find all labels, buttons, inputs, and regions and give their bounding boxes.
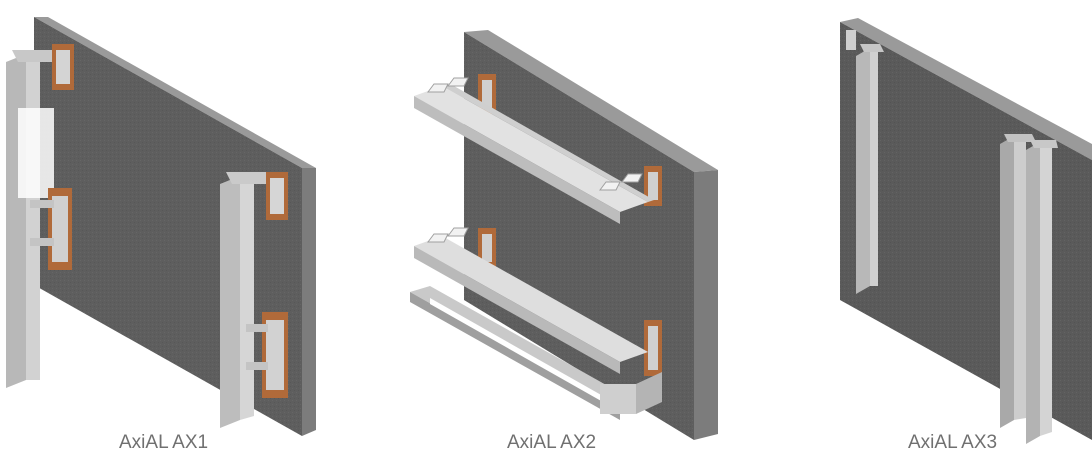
product-caption: AxiAL AX2 xyxy=(507,432,597,453)
product-caption: AxiAL AX3 xyxy=(908,432,998,453)
ax2-panel-illustration xyxy=(410,30,718,440)
product-caption: AxiAL AX1 xyxy=(119,432,209,453)
product-figure-ax2: AxiAL AX2 xyxy=(400,0,730,462)
ax3-panel-illustration xyxy=(840,18,1092,444)
ax1-panel-illustration xyxy=(6,17,316,436)
product-figure-ax1: AxiAL AX1 xyxy=(0,0,330,462)
product-figure-ax3: AxiAL AX3 xyxy=(800,0,1092,462)
